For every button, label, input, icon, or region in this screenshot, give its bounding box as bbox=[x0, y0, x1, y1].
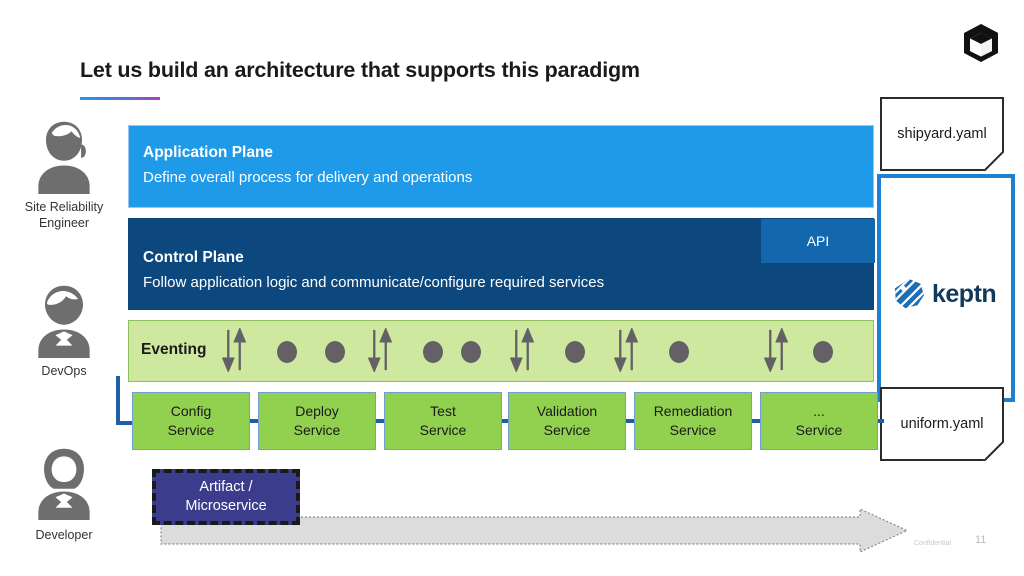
eventing-dot bbox=[669, 341, 689, 363]
service-line1: Deploy bbox=[295, 403, 339, 420]
artifact-microservice-box: Artifact / Microservice bbox=[152, 469, 300, 525]
artifact-line1: Artifact / bbox=[199, 479, 253, 496]
service-connector bbox=[752, 419, 760, 423]
service-line2: Service bbox=[669, 422, 717, 438]
api-box[interactable]: API bbox=[761, 219, 875, 263]
control-plane-block: API Control Plane Follow application log… bbox=[128, 218, 875, 310]
service-connector bbox=[376, 419, 384, 423]
cube-logo-icon bbox=[958, 20, 1004, 66]
eventing-dot bbox=[813, 341, 833, 363]
service-line1: Validation bbox=[536, 403, 598, 420]
service-line1: Remediation bbox=[653, 403, 733, 420]
persona-label: Site Reliability Engineer bbox=[4, 200, 124, 231]
eventing-dot-icon bbox=[423, 341, 443, 363]
application-plane-block: Application Plane Define overall process… bbox=[128, 125, 874, 208]
eventing-dot-icon bbox=[461, 341, 481, 363]
application-plane-title: Application Plane bbox=[143, 144, 274, 161]
person-female-icon bbox=[4, 112, 124, 194]
page-title: Let us build an architecture that suppor… bbox=[80, 58, 640, 82]
eventing-arrow-pair-icon bbox=[509, 326, 535, 377]
eventing-bus: Eventing bbox=[128, 320, 874, 382]
page-fold-line-icon bbox=[983, 440, 1004, 461]
service-line2: Service bbox=[167, 422, 215, 438]
persona-label-line1: Site Reliability bbox=[24, 200, 104, 214]
keptn-wordmark: keptn bbox=[932, 279, 997, 308]
persona-site-reliability-engineer: Site Reliability Engineer bbox=[4, 112, 124, 231]
note-label: shipyard.yaml bbox=[897, 126, 987, 142]
service-connector bbox=[626, 419, 634, 423]
service-connector bbox=[502, 419, 508, 423]
persona-label: DevOps bbox=[4, 364, 124, 380]
person-male-icon bbox=[4, 276, 124, 358]
keptn-hexagon-icon bbox=[894, 278, 925, 309]
footer-page-number: 11 bbox=[975, 534, 987, 546]
eventing-dot bbox=[565, 341, 585, 363]
note-shipyard-yaml: shipyard.yaml bbox=[880, 97, 1004, 171]
artifact-line2: Microservice bbox=[185, 498, 267, 514]
keptn-logo: keptn bbox=[893, 272, 1003, 316]
eventing-dot-icon bbox=[565, 341, 585, 363]
note-label: uniform.yaml bbox=[900, 416, 984, 432]
eventing-dot-icon bbox=[277, 341, 297, 363]
service-connector bbox=[250, 419, 258, 423]
service-line2: Service bbox=[543, 422, 591, 438]
eventing-dot-icon bbox=[813, 341, 833, 363]
persona-label-line2: Engineer bbox=[38, 215, 90, 230]
persona-label-line1: Developer bbox=[35, 528, 93, 542]
eventing-dot bbox=[461, 341, 481, 363]
control-plane-title: Control Plane bbox=[143, 249, 244, 266]
eventing-dot bbox=[277, 341, 297, 363]
service-line2: Service bbox=[795, 422, 843, 438]
persona-label-line1: DevOps bbox=[41, 364, 87, 378]
service-connector-tail bbox=[878, 419, 884, 423]
persona-devops: DevOps bbox=[4, 276, 124, 380]
persona-developer: Developer bbox=[4, 440, 124, 544]
eventing-arrow-pair-icon bbox=[367, 326, 393, 377]
application-plane-subtitle: Define overall process for delivery and … bbox=[143, 169, 473, 186]
service-line2: Service bbox=[419, 422, 467, 438]
eventing-dot bbox=[423, 341, 443, 363]
service-line1: Test bbox=[430, 403, 456, 420]
eventing-arrow-pair-icon bbox=[763, 326, 789, 377]
service-bus-left-bracket bbox=[116, 376, 136, 425]
persona-label: Developer bbox=[4, 528, 124, 544]
eventing-dot bbox=[325, 341, 345, 363]
eventing-dot-icon bbox=[669, 341, 689, 363]
control-plane-subtitle: Follow application logic and communicate… bbox=[143, 274, 605, 291]
eventing-dot-icon bbox=[325, 341, 345, 363]
eventing-label: Eventing bbox=[141, 341, 207, 358]
service-box-[interactable]: ... Service bbox=[760, 392, 878, 450]
service-line1: Config bbox=[170, 403, 212, 420]
person-female-icon bbox=[4, 440, 124, 522]
title-underline-rule bbox=[80, 97, 160, 100]
right-arrow-icon bbox=[160, 508, 908, 553]
eventing-arrow-pair-icon bbox=[221, 326, 247, 377]
service-line1: ... bbox=[813, 403, 825, 420]
service-line2: Service bbox=[293, 422, 341, 438]
note-uniform-yaml: uniform.yaml bbox=[880, 387, 1004, 461]
eventing-arrow-pair-icon bbox=[613, 326, 639, 377]
page-fold-line-icon bbox=[983, 150, 1004, 171]
footer-confidential: Confidential bbox=[914, 540, 951, 547]
